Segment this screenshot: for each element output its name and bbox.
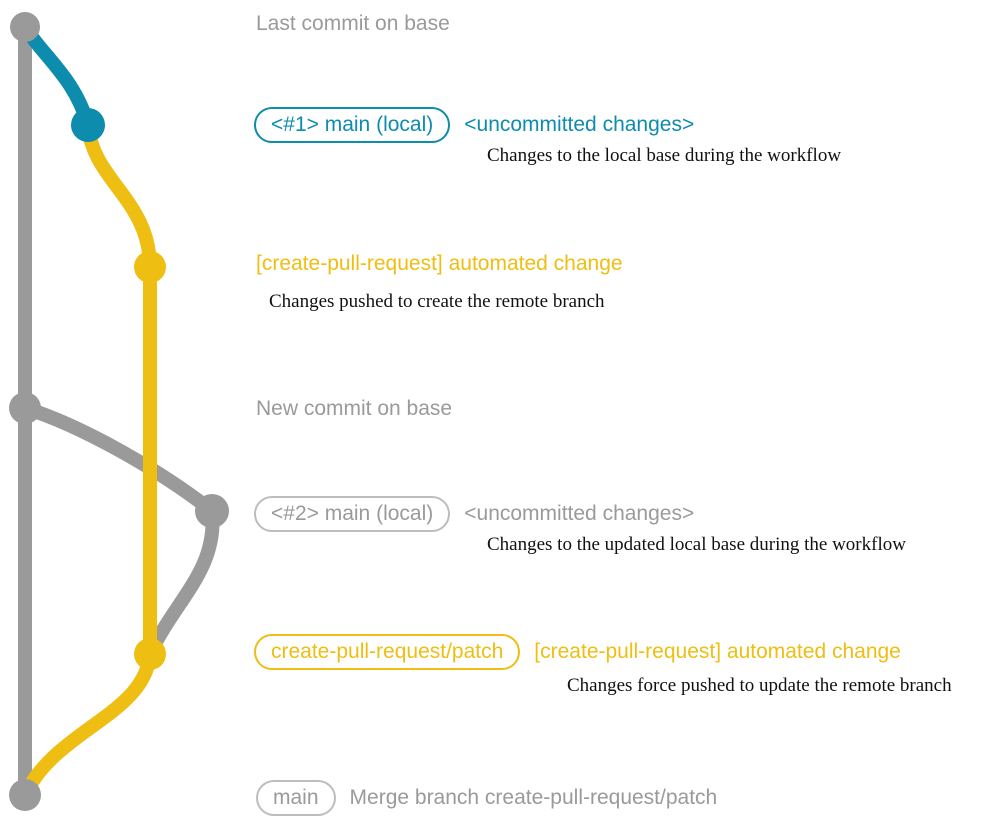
node-base-merge[interactable]: [9, 779, 41, 811]
node-remote-2[interactable]: [134, 638, 166, 670]
commit-subject: <uncommitted changes>: [464, 502, 695, 525]
commit-subject: Last commit on base: [256, 12, 450, 35]
local2-to-remote2-line: [143, 504, 220, 661]
commit-subject: <uncommitted changes>: [464, 113, 695, 136]
node-local-2[interactable]: [195, 494, 229, 528]
commit-subject: [create-pull-request] automated change: [256, 252, 623, 275]
commit-row-merge: main Merge branch create-pull-request/pa…: [256, 780, 717, 816]
commit-row-auto-2: create-pull-request/patch [create-pull-r…: [254, 634, 901, 670]
branch-badge-patch[interactable]: create-pull-request/patch: [254, 634, 521, 670]
commit-row-auto-1: [create-pull-request] automated change: [256, 253, 623, 274]
commit-subject: Merge branch create-pull-request/patch: [349, 786, 718, 809]
node-local-1[interactable]: [71, 108, 105, 142]
remote2-to-merge-line: [18, 647, 157, 802]
commit-row-new-commit: New commit on base: [256, 398, 452, 419]
commit-row-local-1: <#1> main (local) <uncommitted changes>: [254, 107, 694, 143]
node-base-last[interactable]: [10, 12, 40, 42]
commit-graph: [9, 12, 229, 811]
branch-badge-local-2[interactable]: <#2> main (local): [254, 496, 451, 532]
branch-badge-local-1[interactable]: <#1> main (local): [254, 107, 451, 143]
branch-badge-main[interactable]: main: [256, 780, 336, 816]
base-to-local1-line: [18, 20, 95, 132]
commit-row-local-2: <#2> main (local) <uncommitted changes>: [254, 496, 694, 532]
base-to-local2-line: [18, 401, 219, 518]
commit-note: Changes to the local base during the wor…: [487, 145, 842, 166]
commit-row-last-commit: Last commit on base: [256, 13, 450, 34]
commit-note: Changes force pushed to update the remot…: [567, 675, 952, 696]
local1-to-remote1-line: [81, 118, 157, 274]
commit-note: Changes pushed to create the remote bran…: [269, 291, 605, 312]
commit-subject: New commit on base: [256, 397, 453, 420]
node-remote-1[interactable]: [134, 251, 166, 283]
commit-subject: [create-pull-request] automated change: [534, 640, 901, 663]
commit-note: Changes to the updated local base during…: [487, 534, 906, 555]
node-base-new[interactable]: [9, 392, 41, 424]
